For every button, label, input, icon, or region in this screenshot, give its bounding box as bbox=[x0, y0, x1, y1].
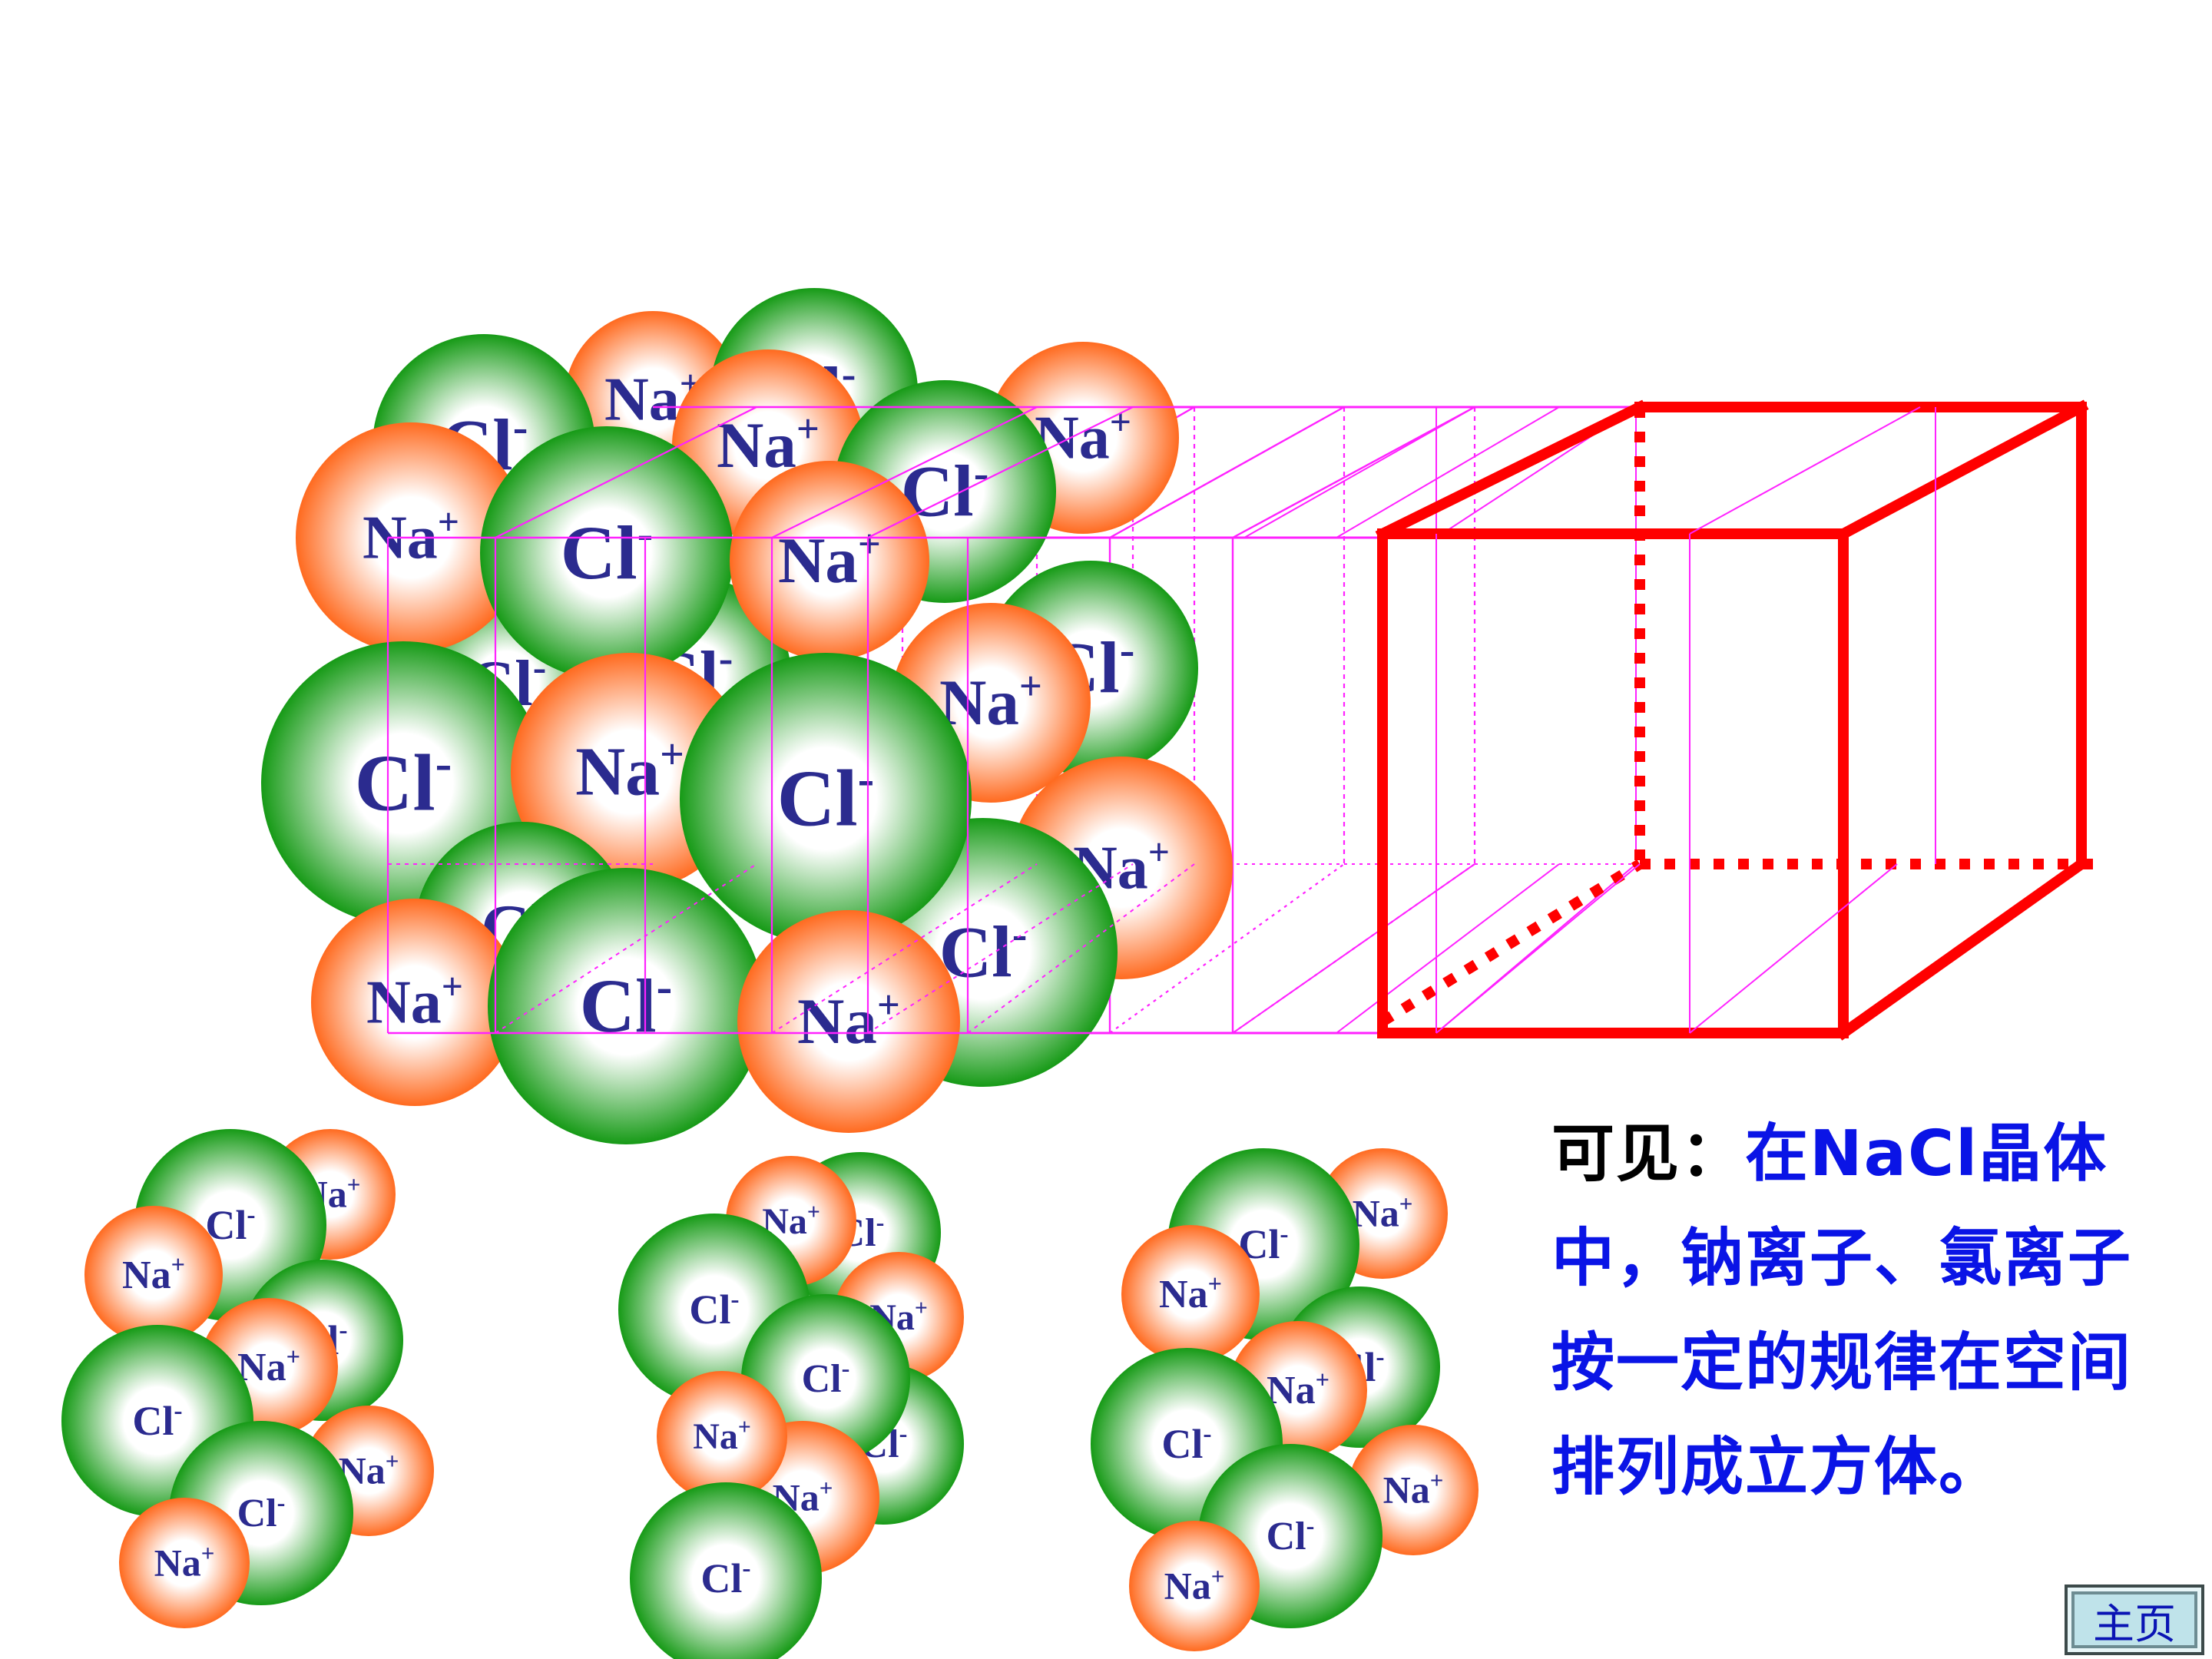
ion-spheres: Na+Cl-Cl-Na+Na+Cl-Cl-Na+Cl-Cl-Na+Cl-Na+N… bbox=[61, 288, 1479, 1659]
unit-cube bbox=[1375, 399, 2093, 1041]
ion-label: Cl- bbox=[689, 1285, 739, 1333]
lattice-line bbox=[1243, 406, 1475, 538]
lattice-line bbox=[1232, 863, 1475, 1034]
ion-label: Na+ bbox=[237, 1343, 300, 1389]
lattice-line bbox=[771, 406, 1038, 538]
ion-label: Cl- bbox=[700, 1554, 750, 1601]
ion-label: Na+ bbox=[939, 664, 1042, 739]
ion-label: Na+ bbox=[154, 1540, 215, 1584]
ion-sphere bbox=[488, 868, 764, 1144]
ion-sphere bbox=[1129, 1521, 1260, 1651]
sodium-ion: Na+ bbox=[730, 461, 929, 661]
lattice-line bbox=[495, 406, 757, 538]
cube-front-face bbox=[1377, 528, 1849, 1038]
lattice-line bbox=[1435, 863, 1641, 1034]
ion-label: Cl- bbox=[580, 961, 673, 1048]
lattice-line bbox=[495, 863, 757, 1034]
ion-label: Na+ bbox=[1267, 1366, 1330, 1412]
ion-label: Na+ bbox=[717, 407, 820, 482]
conclusion-lead: 可见： bbox=[1551, 1118, 1746, 1190]
sodium-ion: Na+ bbox=[657, 1371, 787, 1502]
sodium-ion: Na+ bbox=[311, 899, 518, 1106]
lattice-line bbox=[1689, 863, 1898, 1034]
chloride-ion: Cl- bbox=[630, 1482, 822, 1659]
ion-label: Na+ bbox=[366, 965, 463, 1036]
conclusion-body: 在NaCl晶体中，钠离子、氯离子按一定的规律在空间排列成立方体。 bbox=[1551, 1118, 2133, 1504]
ion-label: Na+ bbox=[1353, 1190, 1413, 1235]
ion-label: Na+ bbox=[1383, 1467, 1444, 1512]
cube-edge bbox=[1836, 399, 2089, 541]
chloride-ion: Cl- bbox=[680, 653, 972, 945]
lattice-line bbox=[1232, 406, 1475, 539]
ion-label: Cl- bbox=[777, 751, 875, 843]
ion-sphere bbox=[480, 426, 733, 680]
lattice-line bbox=[867, 406, 1134, 538]
home-button[interactable]: 主页 bbox=[2065, 1584, 2204, 1655]
cube-edge bbox=[1375, 399, 1647, 541]
ion-label: Cl- bbox=[561, 508, 654, 595]
ion-sphere bbox=[84, 1206, 223, 1344]
ion-sphere bbox=[119, 1498, 250, 1628]
ion-label: Cl- bbox=[355, 736, 452, 828]
lattice-line bbox=[1336, 406, 1560, 538]
ion-sphere bbox=[680, 653, 972, 945]
lattice-line bbox=[867, 863, 1134, 1034]
ion-sphere bbox=[730, 461, 929, 661]
lattice-lines-front bbox=[386, 406, 1198, 1035]
lattice-line bbox=[771, 863, 1038, 1034]
ion-sphere bbox=[630, 1482, 822, 1659]
ion-label: Cl- bbox=[1267, 1512, 1315, 1558]
lattice-line bbox=[1336, 863, 1560, 1034]
conclusion-text: 可见：在NaCl晶体中，钠离子、氯离子按一定的规律在空间排列成立方体。 bbox=[1551, 1102, 2158, 1520]
cube-edge bbox=[1379, 859, 1643, 1026]
cube-edge bbox=[1836, 856, 2089, 1041]
ion-sphere bbox=[737, 910, 960, 1133]
ion-label: Cl- bbox=[802, 1354, 850, 1401]
ion-sphere bbox=[657, 1371, 787, 1502]
sodium-ion: Na+ bbox=[119, 1498, 250, 1628]
sodium-ion: Na+ bbox=[84, 1206, 223, 1344]
ion-label: Cl- bbox=[237, 1488, 286, 1535]
sodium-ion: Na+ bbox=[737, 910, 960, 1133]
lattice-line bbox=[1689, 406, 1921, 535]
sodium-ion: Na+ bbox=[1129, 1521, 1260, 1651]
ion-label: Na+ bbox=[797, 983, 900, 1058]
ion-label: Cl- bbox=[132, 1396, 182, 1444]
chloride-ion: Cl- bbox=[488, 868, 764, 1144]
ion-label: Na+ bbox=[1164, 1563, 1225, 1608]
ion-label: Cl- bbox=[1161, 1419, 1211, 1467]
ion-label: Na+ bbox=[1159, 1270, 1222, 1316]
ion-sphere bbox=[1121, 1225, 1260, 1363]
ion-label: Na+ bbox=[693, 1415, 751, 1457]
lattice-line bbox=[1109, 863, 1345, 1034]
ion-sphere bbox=[311, 899, 518, 1106]
ion-label: Na+ bbox=[122, 1250, 185, 1297]
lattice-line bbox=[1109, 406, 1345, 539]
home-button-label: 主页 bbox=[2093, 1599, 2176, 1648]
sodium-ion: Na+ bbox=[1121, 1225, 1260, 1363]
chloride-ion: Cl- bbox=[480, 426, 733, 680]
